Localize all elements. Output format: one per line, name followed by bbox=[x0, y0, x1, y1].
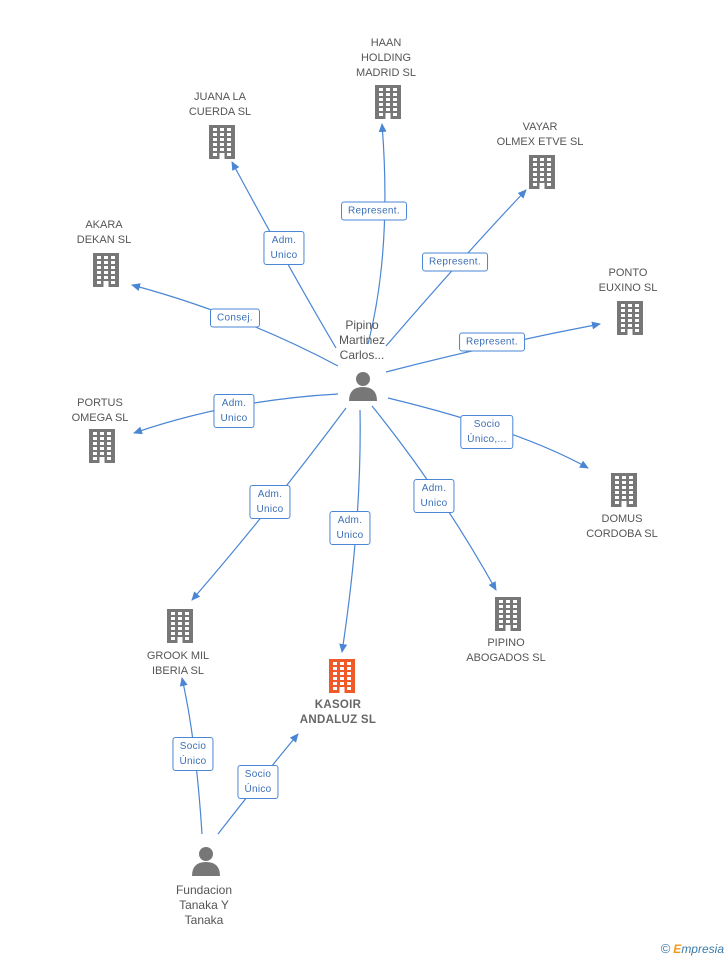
edge-label-pipino-to-vayar[interactable]: Represent. bbox=[422, 252, 488, 272]
portus-building-icon[interactable] bbox=[89, 429, 115, 463]
copyright-symbol: © bbox=[660, 941, 671, 956]
footer-brand[interactable]: ©Empresia bbox=[661, 941, 724, 956]
pipino-node-label[interactable]: Pipino Martinez Carlos... bbox=[338, 318, 385, 362]
fundacion-person-icon[interactable] bbox=[192, 847, 220, 876]
edge-label-fundacion-to-grook[interactable]: Socio Único bbox=[172, 737, 214, 771]
juana-building-icon[interactable] bbox=[209, 125, 235, 159]
kasoir-node-label[interactable]: KASOIR ANDALUZ SL bbox=[299, 699, 377, 726]
akara-node-label[interactable]: AKARA DEKAN SL bbox=[76, 219, 132, 246]
brand-initial: E bbox=[673, 942, 682, 956]
pipino-person-icon[interactable] bbox=[349, 372, 377, 401]
pipino_ab-node-label[interactable]: PIPINO ABOGADOS SL bbox=[466, 637, 546, 664]
edge-label-fundacion-to-kasoir[interactable]: Socio Único bbox=[237, 765, 279, 799]
grook-building-icon[interactable] bbox=[167, 609, 193, 643]
grook-node-label[interactable]: GROOK MIL IBERIA SL bbox=[146, 650, 210, 677]
haan-building-icon[interactable] bbox=[375, 85, 401, 119]
ponto-node-label[interactable]: PONTO EUXINO SL bbox=[598, 267, 658, 294]
edge-label-pipino-to-domus[interactable]: Socio Único,... bbox=[460, 415, 514, 449]
pipino_ab-building-icon[interactable] bbox=[495, 597, 521, 631]
ponto-building-icon[interactable] bbox=[617, 301, 643, 335]
vayar-node-label[interactable]: VAYAR OLMEX ETVE SL bbox=[496, 121, 584, 148]
edge-label-pipino-to-haan[interactable]: Represent. bbox=[341, 201, 407, 221]
fundacion-node-label[interactable]: Fundacion Tanaka Y Tanaka bbox=[175, 883, 233, 927]
domus-node-label[interactable]: DOMUS CORDOBA SL bbox=[586, 513, 658, 540]
domus-building-icon[interactable] bbox=[611, 473, 637, 507]
edge-pipino-to-haan bbox=[367, 123, 387, 345]
edge-label-pipino-to-ponto[interactable]: Represent. bbox=[459, 332, 525, 352]
edge-label-pipino-to-portus[interactable]: Adm. Unico bbox=[213, 394, 255, 428]
akara-building-icon[interactable] bbox=[93, 253, 119, 287]
haan-node-label[interactable]: HAAN HOLDING MADRID SL bbox=[356, 37, 416, 79]
portus-node-label[interactable]: PORTUS OMEGA SL bbox=[71, 397, 129, 424]
kasoir-building-icon[interactable] bbox=[329, 659, 355, 693]
edge-label-pipino-to-akara[interactable]: Consej. bbox=[209, 308, 261, 328]
edge-label-pipino-to-grook[interactable]: Adm. Unico bbox=[249, 485, 291, 519]
vayar-building-icon[interactable] bbox=[529, 155, 555, 189]
juana-node-label[interactable]: JUANA LA CUERDA SL bbox=[188, 91, 252, 118]
edge-label-pipino-to-juana[interactable]: Adm. Unico bbox=[263, 231, 305, 265]
edge-label-pipino-to-pipino_ab[interactable]: Adm. Unico bbox=[413, 479, 455, 513]
edge-label-pipino-to-kasoir[interactable]: Adm. Unico bbox=[329, 511, 371, 545]
brand-name: mpresia bbox=[681, 942, 724, 956]
